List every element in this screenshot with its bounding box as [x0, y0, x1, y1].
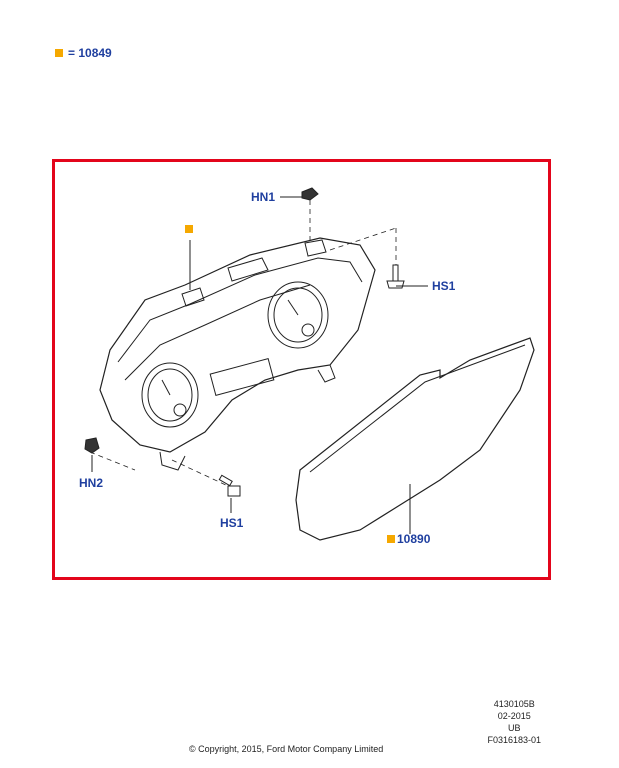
callout-hs1-right: HS1	[432, 279, 456, 293]
lens-10890	[295, 337, 535, 541]
callout-hs1-bottom: HS1	[220, 516, 244, 530]
hn1-nut-icon	[301, 187, 319, 201]
copyright-text: © Copyright, 2015, Ford Motor Company Li…	[189, 744, 384, 754]
diagram-frame	[52, 159, 551, 580]
hn2-nut-icon	[84, 437, 100, 454]
drawing-codes: 4130105B 02-2015 UB F0316183-01	[487, 698, 541, 746]
tachometer-gauge	[141, 362, 199, 428]
drawing-id: F0316183-01	[487, 735, 541, 745]
legend-text: = 10849	[68, 46, 112, 60]
speedometer-gauge	[267, 281, 329, 349]
drawing-region: UB	[507, 723, 521, 733]
callout-10890: 10890	[387, 532, 430, 546]
marker-10849-icon	[185, 225, 193, 233]
marker-square-icon	[55, 49, 63, 57]
cluster-housing	[99, 237, 376, 453]
drawing-code: 4130105B	[493, 699, 535, 709]
marker-square-icon	[387, 535, 395, 543]
callout-hn2: HN2	[79, 476, 104, 490]
hs1-screw-right-icon	[386, 280, 405, 289]
callout-hn1: HN1	[251, 190, 276, 204]
drawing-date: 02-2015	[497, 711, 531, 721]
legend: = 10849	[55, 46, 112, 60]
hs1-screw-bottom-icon	[227, 485, 241, 497]
